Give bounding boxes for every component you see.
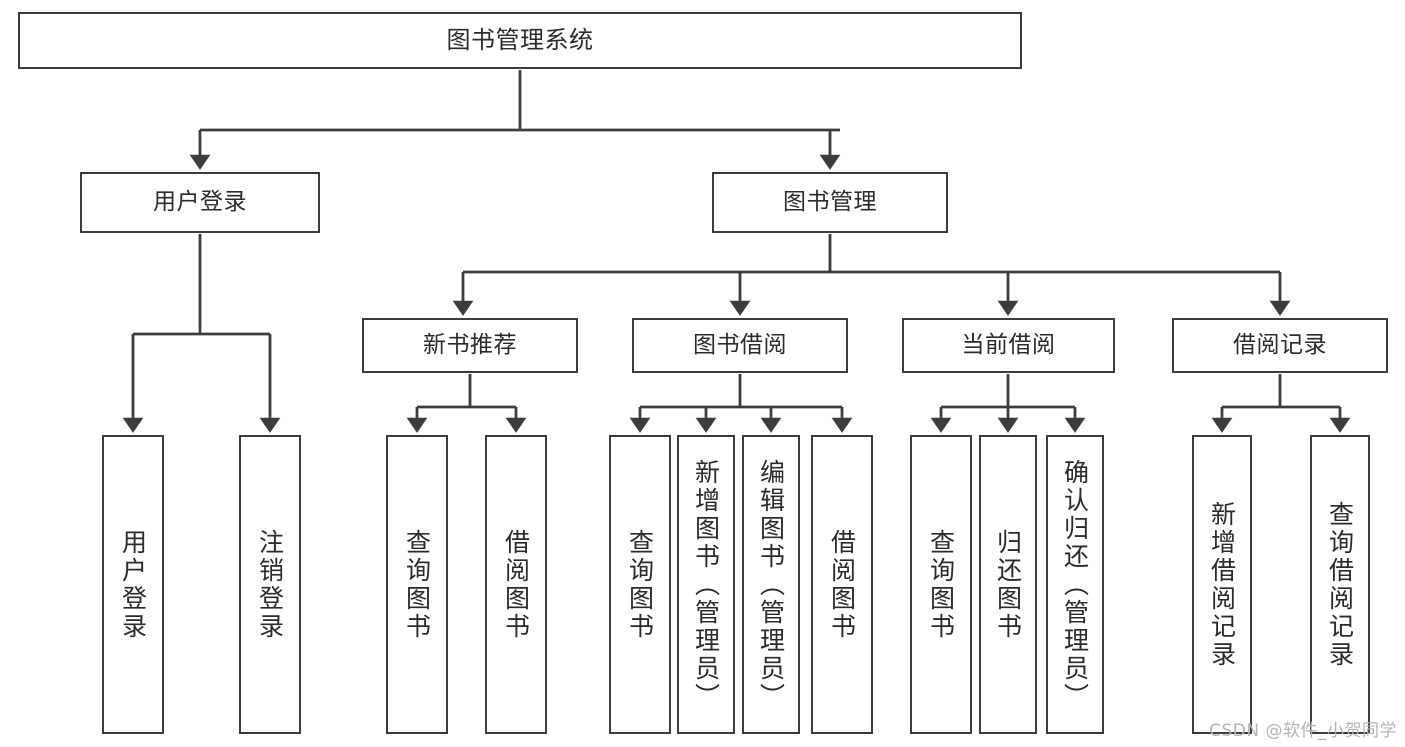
node-label: 注销登录 (255, 528, 285, 641)
node-label: 查询借阅记录 (1325, 500, 1355, 669)
node-new-book-recommend[interactable]: 新书推荐 (362, 318, 578, 373)
node-label: 查询图书 (625, 528, 655, 641)
leaf-current-return-book[interactable]: 归还图书 (979, 435, 1037, 734)
node-label: 用户登录 (153, 188, 247, 215)
node-label: 借阅图书 (827, 528, 857, 641)
leaf-borrow-borrow-book[interactable]: 借阅图书 (811, 435, 873, 734)
leaf-current-confirm-return-admin[interactable]: 确认归还（管理员） (1046, 435, 1104, 734)
leaf-record-add-record[interactable]: 新增借阅记录 (1192, 435, 1252, 734)
node-book-management[interactable]: 图书管理 (712, 172, 948, 233)
node-label: 新增借阅记录 (1207, 500, 1237, 669)
leaf-user-logout[interactable]: 注销登录 (239, 435, 301, 734)
node-label: 新增图书（管理员） (691, 458, 721, 711)
node-label: 图书管理 (783, 188, 877, 215)
leaf-borrow-add-book-admin[interactable]: 新增图书（管理员） (677, 435, 735, 734)
node-label: 新书推荐 (423, 331, 517, 358)
node-book-borrow[interactable]: 图书借阅 (632, 318, 848, 373)
node-label: 用户登录 (118, 528, 148, 641)
leaf-recommend-query-book[interactable]: 查询图书 (386, 435, 448, 734)
leaf-recommend-borrow-book[interactable]: 借阅图书 (485, 435, 547, 734)
node-label: 当前借阅 (961, 331, 1056, 358)
node-borrow-record[interactable]: 借阅记录 (1172, 318, 1388, 373)
leaf-user-login[interactable]: 用户登录 (102, 435, 164, 734)
node-label: 借阅记录 (1233, 331, 1327, 358)
csdn-watermark: CSDN @软件_小贺同学 (1209, 721, 1397, 741)
node-label: 查询图书 (402, 528, 432, 641)
leaf-borrow-query-book[interactable]: 查询图书 (609, 435, 671, 734)
node-label: 归还图书 (993, 528, 1023, 641)
node-user-login[interactable]: 用户登录 (80, 172, 320, 233)
node-label: 图书借阅 (693, 331, 787, 358)
node-label: 查询图书 (926, 528, 956, 641)
node-label: 编辑图书（管理员） (756, 458, 786, 711)
node-label: 确认归还（管理员） (1060, 458, 1090, 711)
node-root-system[interactable]: 图书管理系统 (18, 12, 1022, 69)
leaf-borrow-edit-book-admin[interactable]: 编辑图书（管理员） (742, 435, 800, 734)
node-label: 图书管理系统 (446, 26, 594, 55)
node-current-borrow[interactable]: 当前借阅 (902, 318, 1115, 373)
leaf-record-query-record[interactable]: 查询借阅记录 (1310, 435, 1370, 734)
node-label: 借阅图书 (501, 528, 531, 641)
leaf-current-query-book[interactable]: 查询图书 (910, 435, 972, 734)
